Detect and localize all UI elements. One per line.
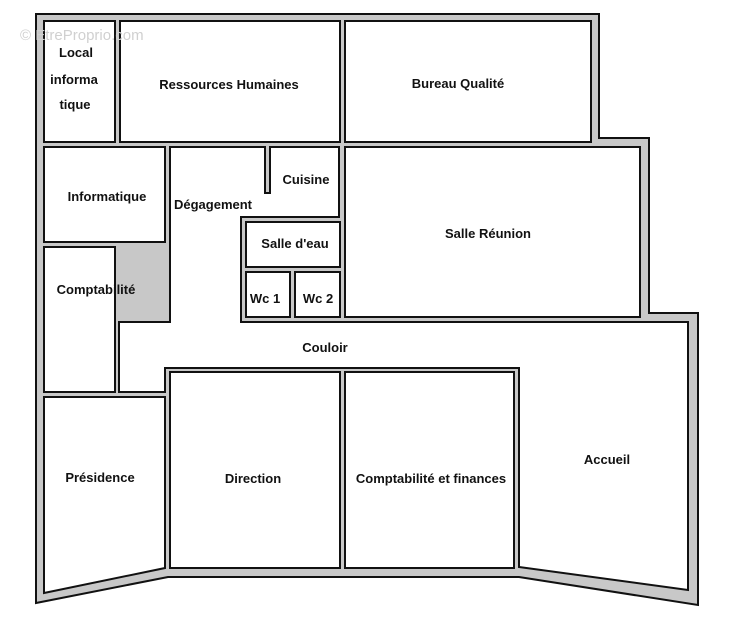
label-presidence: Présidence [65, 470, 134, 485]
room-wc2 [294, 271, 341, 318]
room-presidence [43, 396, 166, 595]
label-ressources-humaines: Ressources Humaines [159, 77, 298, 92]
label-informatique: Informatique [68, 189, 147, 204]
room-bureau-qualite [344, 20, 592, 143]
room-salle-eau [245, 221, 341, 268]
label-wc1: Wc 1 [250, 291, 280, 306]
label-cuisine: Cuisine [283, 172, 330, 187]
label-accueil: Accueil [584, 452, 630, 467]
room-salle-reunion [344, 146, 641, 318]
label-wc2: Wc 2 [303, 291, 333, 306]
room-local-informatique [43, 20, 116, 143]
room-comptabilite-finances [344, 371, 515, 569]
room-ressources-humaines [119, 20, 341, 143]
label-comptabilite-finances: Comptabilité et finances [356, 471, 506, 486]
watermark-text: © EtreProprio.com [20, 27, 144, 44]
room-informatique [43, 146, 166, 243]
label-degagement: Dégagement [174, 197, 253, 212]
label-salle-eau: Salle d'eau [261, 236, 328, 251]
room-wc1 [245, 271, 291, 318]
label-bureau-qualite: Bureau Qualité [412, 76, 504, 91]
label-comptabilite: Comptabilité [57, 282, 136, 297]
label-local-line3: tique [59, 97, 90, 112]
label-direction: Direction [225, 471, 281, 486]
label-salle-reunion: Salle Réunion [445, 226, 531, 241]
room-comptabilite [43, 246, 116, 393]
label-couloir: Couloir [302, 340, 348, 355]
circulation-area [118, 146, 689, 592]
label-local-line2: informa [50, 72, 98, 87]
room-direction [169, 371, 341, 569]
label-local-line1: Local [59, 45, 93, 60]
